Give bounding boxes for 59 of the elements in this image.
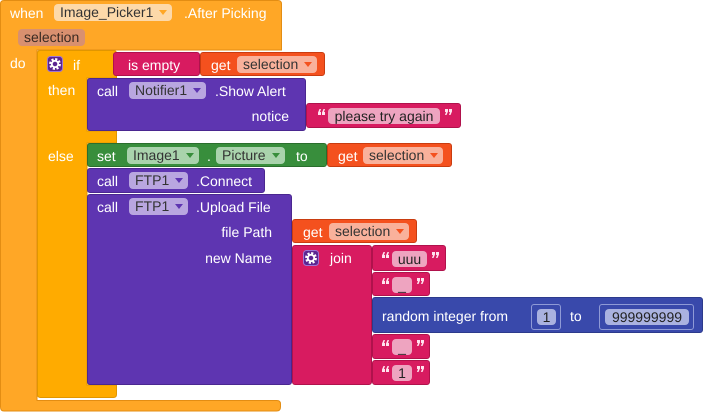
number-field: 999999999 [605,309,689,325]
text-block [372,272,430,296]
keyword-label: get [303,223,322,241]
keyword-label: set [97,147,116,165]
keyword-label: do [10,54,26,72]
keyword-label: call [97,82,118,100]
text-block [372,360,430,385]
parameter-label: file Path [221,223,272,241]
method-call-block [87,194,292,385]
text-field: uuu [392,251,427,267]
method-name-label: .Upload File [196,198,271,216]
function-name-label: join [330,249,352,267]
method-call-block [87,78,306,131]
get-variable-block [200,52,325,76]
variable-dropdown: selection [329,223,410,240]
variable-dropdown: selection [237,56,318,73]
keyword-label: get [338,147,358,165]
variable-dropdown: selection [363,147,444,164]
method-name-label: .Connect [196,172,252,190]
separator-label: . [207,147,211,165]
text-block [306,103,461,128]
function-name-label: random integer from [382,307,508,325]
event-name-label: .After Picking [184,4,266,22]
text-block [372,245,446,271]
text-field: _ [392,339,412,355]
keyword-label: to [296,147,308,165]
text-field: please try again [328,108,440,124]
keyword-label: call [97,198,118,216]
text-field: _ [392,277,412,293]
number-field: 1 [537,309,556,325]
keyword-label: call [97,172,118,190]
keyword-label: get [211,56,230,74]
component-dropdown: FTP1 [129,198,188,215]
keyword-label: then [48,81,76,99]
component-dropdown: FTP1 [129,172,188,189]
join-block [292,245,372,385]
number-block [599,304,694,330]
property-setter-block [87,143,327,167]
parameter-name: selection [18,29,86,46]
component-dropdown: Image_Picker1 [54,4,172,21]
keyword-label: to [570,307,582,325]
get-variable-block [292,219,417,243]
parameter-label: new Name [205,249,272,267]
get-variable-block [327,143,452,167]
keyword-label: when [10,4,44,22]
text-field: 1 [392,365,412,381]
component-dropdown: Image1 [127,147,199,164]
if-else-block [37,50,117,398]
method-name-label: .Show Alert [215,82,286,100]
keyword-label: else [48,147,74,165]
parameter-label: notice [252,107,289,125]
method-call-block [87,168,265,193]
function-name-label: is empty [128,56,180,74]
random-integer-block [372,297,703,333]
text-block [372,334,430,359]
component-dropdown: Notifier1 [129,82,206,99]
property-dropdown: Picture [216,147,285,164]
number-block [531,304,561,330]
keyword-label: if [73,56,80,74]
